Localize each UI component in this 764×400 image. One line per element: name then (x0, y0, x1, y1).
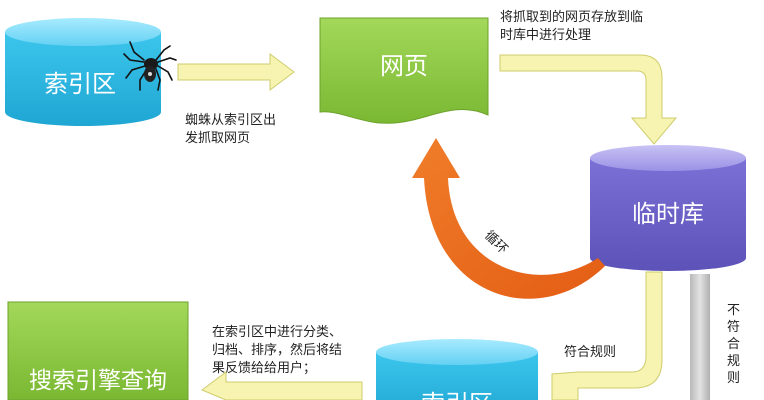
spider-label-line1: 蜘蛛从索引区出 (185, 113, 276, 128)
index-area-label-bottom: 索引区 (421, 390, 493, 400)
webpage-node: 网页 (319, 17, 489, 124)
spider-label-line2: 发抓取网页 (185, 130, 250, 146)
loop-label: 循环 (481, 228, 510, 257)
svg-text:则: 则 (727, 371, 740, 386)
svg-text:符: 符 (727, 319, 740, 335)
no-match-label: 不 符 合 规 则 (727, 303, 740, 386)
match-rule-label: 符合规则 (564, 344, 616, 360)
temp-store-label: 临时库 (632, 200, 704, 228)
index-area-cylinder-bottom: 索引区 (376, 339, 538, 400)
arrow-webpage-to-temp-store (499, 54, 678, 145)
classify-label-line3: 果反馈给给用户； (212, 360, 316, 376)
arrow-index-to-webpage (177, 53, 295, 91)
svg-text:不: 不 (727, 303, 740, 318)
temp-store-cylinder: 临时库 (590, 145, 746, 271)
index-area-cylinder-top: 索引区 (5, 18, 161, 126)
webpage-label: 网页 (380, 52, 428, 80)
store-label-line1: 将抓取到的网页存放到临 (500, 9, 643, 25)
arrow-index-to-search (201, 371, 363, 400)
index-area-label-top: 索引区 (44, 70, 116, 98)
spider-icon (123, 41, 177, 91)
search-query-label: 搜索引擎查询 (29, 368, 167, 394)
svg-text:合: 合 (727, 337, 740, 352)
classify-label-line2: 归档、排序，然后将结 (212, 342, 342, 358)
svg-text:规: 规 (727, 354, 740, 369)
arrow-match-rule (551, 271, 663, 400)
store-label-line2: 时库中进行处理 (500, 27, 591, 43)
loop-arrow: 循环 (412, 138, 605, 299)
reject-bar (690, 274, 710, 400)
search-query-node: 搜索引擎查询 (7, 301, 189, 400)
classify-label-line1: 在索引区中进行分类、 (212, 325, 342, 340)
